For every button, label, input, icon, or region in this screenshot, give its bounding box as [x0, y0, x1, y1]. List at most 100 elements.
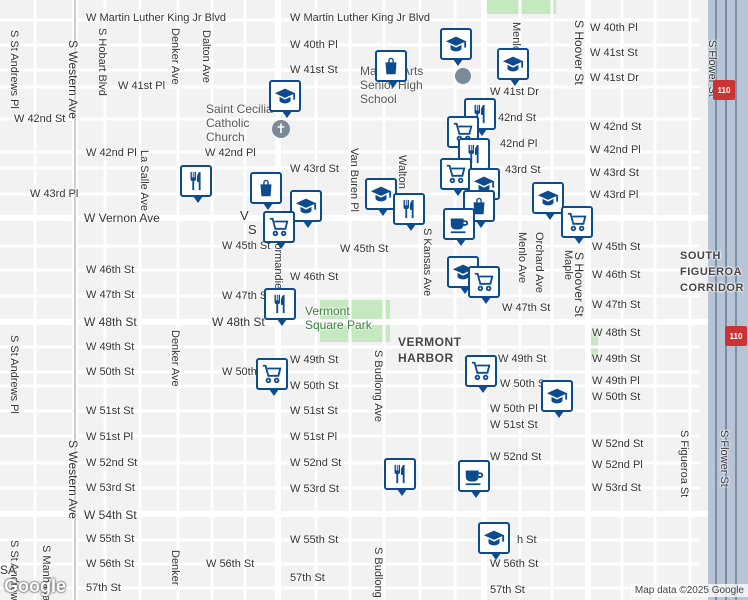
street-label: W 53rd St [86, 482, 135, 494]
street-label: W 42nd St [14, 113, 66, 125]
street-label: S Figueroa St [678, 430, 690, 498]
street-label: W 41st St [290, 64, 338, 76]
street-label: W 41st Dr [590, 72, 639, 84]
school-pin[interactable] [290, 190, 322, 228]
street-label: S Hoover St [572, 252, 586, 317]
street-label: W 46th St [592, 269, 641, 281]
street-label: W 40th Pl [290, 39, 338, 51]
street-label: W 50th St [500, 378, 549, 390]
school-pin[interactable] [497, 48, 529, 86]
street-label: W Martin Luther King Jr Blvd [290, 12, 430, 24]
street-label: W 42nd St [590, 121, 642, 133]
street-label: W 45th St [222, 240, 271, 252]
grocery-pin[interactable] [465, 355, 497, 393]
street-label: W 41st Dr [490, 86, 539, 98]
street-label: W Martin Luther King Jr Blvd [86, 12, 226, 24]
shopping-cart-icon [471, 361, 491, 381]
street-label: W 50th St [290, 380, 339, 392]
street-label: S St Andrews Pl [8, 335, 20, 414]
graduation-cap-icon [370, 186, 392, 202]
street-label: h St [517, 534, 537, 546]
street-label: S St Andrews Pl [8, 30, 20, 109]
street-label: W 49th Pl [592, 375, 640, 387]
street-label: W 43rd Pl [590, 189, 639, 201]
place-fragment: V [240, 208, 249, 223]
graduation-cap-icon [445, 36, 467, 52]
street-label: W 52nd Pl [592, 459, 643, 471]
cafe-pin[interactable] [443, 208, 475, 246]
fork-knife-icon [394, 464, 405, 484]
street-label: W 45th St [340, 243, 389, 255]
restaurant-pin[interactable] [393, 193, 425, 231]
street-label: 43rd St [505, 164, 541, 176]
street-label: W 52nd St [592, 438, 644, 450]
school-pin[interactable] [440, 28, 472, 66]
street-label: W 47th St [222, 290, 271, 302]
grocery-pin[interactable] [561, 206, 593, 244]
street-label: W 49th St [498, 353, 547, 365]
church-cross-icon[interactable]: ✝ [272, 120, 290, 138]
street-label: W 49th St [592, 353, 641, 365]
street-label: Denker [169, 550, 181, 586]
shopping-cart-icon [567, 212, 587, 232]
street-label: W 53rd St [290, 483, 339, 495]
street-label: W 56th St [86, 558, 135, 570]
highway-shield: 110 [725, 326, 747, 346]
grocery-pin[interactable] [468, 266, 500, 304]
street-label: W 49th St [86, 341, 135, 353]
school-marker-icon[interactable] [455, 68, 471, 84]
grocery-pin[interactable] [263, 211, 295, 249]
school-pin[interactable] [478, 522, 510, 560]
street-label: W 47th St [502, 302, 551, 314]
school-pin[interactable] [541, 380, 573, 418]
place-fragment: SA [0, 563, 17, 577]
shopping-pin[interactable] [375, 50, 407, 88]
restaurant-pin[interactable] [384, 458, 416, 496]
street-label: W Vernon Ave [84, 211, 160, 225]
street-label: W 56th St [490, 558, 539, 570]
street-label: W 48th St [592, 327, 641, 339]
fork-knife-icon [274, 294, 285, 314]
street-label: W 45th St [592, 241, 641, 253]
shopping-cart-icon [262, 364, 282, 384]
graduation-cap-icon [274, 88, 296, 104]
street-label: S Western Ave [66, 440, 80, 519]
street-label: W 51st Pl [290, 431, 338, 443]
restaurant-pin[interactable] [180, 165, 212, 203]
restaurant-pin[interactable] [264, 288, 296, 326]
grocery-pin[interactable] [256, 358, 288, 396]
street-label: W 50th St [86, 366, 135, 378]
street-label: S Budlong [372, 547, 384, 598]
school-pin[interactable] [269, 80, 301, 118]
street-label: W 51st St [490, 419, 538, 431]
street-label: Denker Ave [169, 28, 181, 85]
cafe-pin[interactable] [458, 460, 490, 498]
street-label: W 55th St [86, 533, 135, 545]
street-label: W 46th St [86, 264, 135, 276]
school-pin[interactable] [532, 182, 564, 220]
shopping-pin[interactable] [250, 172, 282, 210]
street-label: 42nd Pl [500, 138, 538, 150]
street-label: W 42nd Pl [86, 147, 137, 159]
street-label: La Salle Ave [138, 150, 150, 211]
street-label: W 52nd St [490, 451, 542, 463]
school-pin[interactable] [365, 178, 397, 216]
street-label: Orchard Ave [533, 232, 545, 293]
street-label: 57th St [86, 582, 121, 594]
street-label: 57th St [490, 584, 525, 596]
street-label: W 42nd Pl [590, 144, 641, 156]
street-label: W 50th St [592, 391, 641, 403]
street-label: W 50th Pl [490, 403, 538, 415]
street-label: Walton [396, 155, 408, 189]
street-label: W 48th St [212, 315, 265, 329]
shopping-cart-icon [446, 164, 466, 184]
street-label: Dalton Ave [200, 30, 212, 84]
street-label: W 52nd St [290, 457, 342, 469]
graduation-cap-icon [295, 198, 317, 214]
neighborhood-label: VERMONT HARBOR [398, 335, 462, 365]
shopping-cart-icon [474, 272, 494, 292]
fork-knife-icon [403, 199, 414, 219]
street-label: W 46th St [290, 271, 339, 283]
neighborhood-label: SOUTH FIGUEROA CORRIDOR [680, 250, 744, 294]
